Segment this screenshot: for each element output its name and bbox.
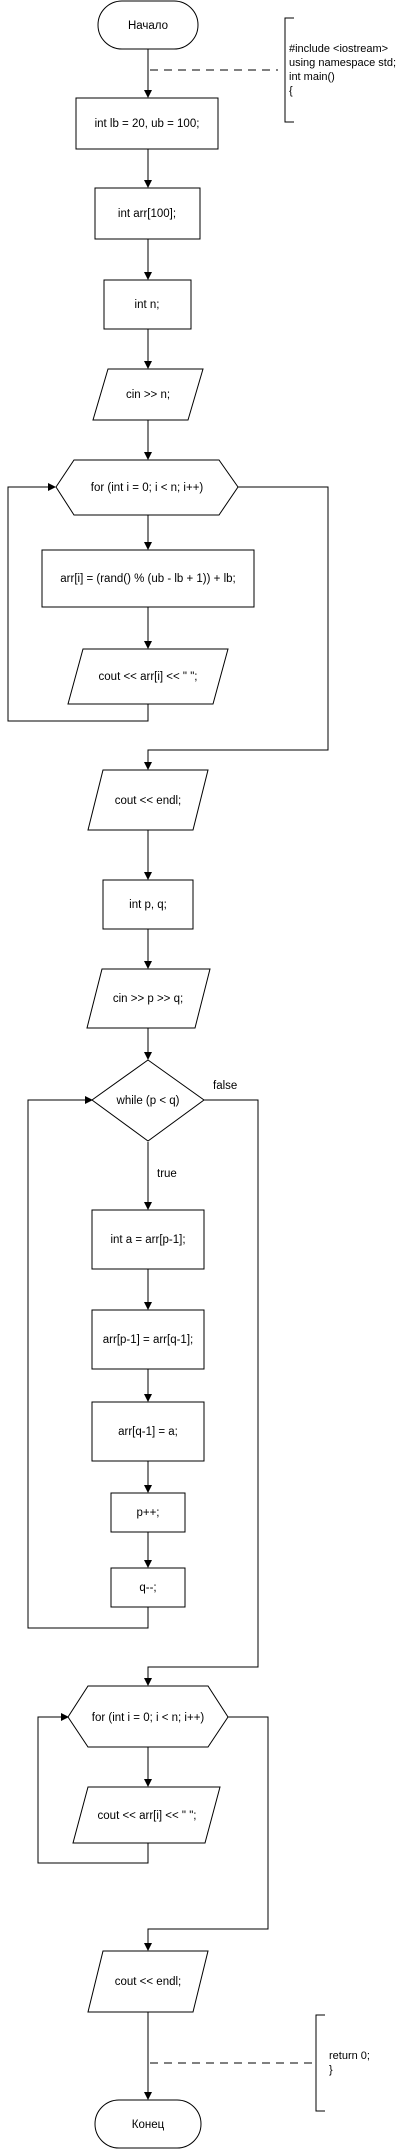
io-print-item-1: cout << arr[i] << " "; — [67, 648, 229, 705]
io-print-endl-2: cout << endl; — [87, 1950, 209, 2013]
svg-text:arr[q-1] = a;: arr[q-1] = a; — [118, 1426, 178, 1438]
process-swap-b: arr[p-1] = arr[q-1]; — [91, 1309, 205, 1370]
process-declare-arr: int arr[100]; — [94, 187, 201, 240]
svg-text:int p, q;: int p, q; — [129, 899, 167, 911]
edge-while-loopback — [27, 1096, 149, 1629]
footer-comment-line: } — [329, 2064, 333, 2076]
end-label: Конец — [132, 2119, 165, 2131]
edge-for1-loopback — [7, 483, 149, 722]
header-comment-line: { — [289, 85, 293, 97]
svg-text:q--;: q--; — [139, 1582, 156, 1594]
loop-for-print: for (int i = 0; i < n; i++) — [67, 1685, 229, 1748]
edge-for2-exit — [144, 1716, 269, 1951]
svg-text:for (int i = 0; i < n; i++): for (int i = 0; i < n; i++) — [92, 1712, 205, 1724]
header-comment-line: using namespace std; — [289, 57, 396, 69]
header-comment-line: #include <iostream> — [289, 43, 388, 55]
loop-for-fill: for (int i = 0; i < n; i++) — [55, 459, 239, 516]
svg-text:for (int i = 0; i < n; i++): for (int i = 0; i < n; i++) — [91, 482, 204, 494]
svg-text:arr[i] = (rand() % (ub - lb +: arr[i] = (rand() % (ub - lb + 1)) + lb; — [60, 573, 235, 585]
process-dec-q: q--; — [110, 1567, 186, 1608]
svg-text:int lb = 20, ub = 100;: int lb = 20, ub = 100; — [95, 118, 200, 130]
decision-while: while (p < q) — [91, 1059, 205, 1142]
svg-text:cout << endl;: cout << endl; — [115, 1976, 182, 1988]
end-node: Конец — [94, 2099, 202, 2149]
io-print-item-2: cout << arr[i] << " "; — [72, 1786, 221, 1844]
edge-for2-loopback — [37, 1713, 149, 1864]
start-node: Начало — [97, 0, 199, 50]
io-input-n: cin >> n; — [92, 368, 204, 421]
connectors — [7, 49, 329, 2100]
svg-text:int n;: int n; — [135, 299, 160, 311]
svg-text:cout << endl;: cout << endl; — [115, 795, 182, 807]
svg-text:int a = arr[p-1];: int a = arr[p-1]; — [110, 1234, 185, 1246]
footer-comment-line: return 0; — [329, 2050, 370, 2062]
label-false: false — [213, 1080, 237, 1092]
process-inc-p: p++; — [110, 1492, 186, 1533]
edge-for1-exit — [144, 486, 329, 770]
svg-text:p++;: p++; — [136, 1507, 159, 1519]
label-true: true — [157, 1168, 177, 1180]
process-declare-pq: int p, q; — [102, 879, 194, 930]
svg-text:int arr[100];: int arr[100]; — [118, 208, 176, 220]
svg-text:while (p < q): while (p < q) — [116, 1095, 180, 1107]
edge-while-false — [144, 1099, 259, 1686]
process-init-bounds: int lb = 20, ub = 100; — [75, 97, 219, 150]
process-swap-c: arr[q-1] = a; — [91, 1401, 205, 1462]
header-comment: #include <iostream> using namespace std;… — [284, 17, 396, 123]
svg-text:arr[p-1] = arr[q-1];: arr[p-1] = arr[q-1]; — [103, 1334, 193, 1346]
process-assign-random: arr[i] = (rand() % (ub - lb + 1)) + lb; — [41, 549, 255, 608]
svg-text:cin >> p >> q;: cin >> p >> q; — [113, 993, 183, 1005]
footer-comment: return 0; } — [315, 2014, 370, 2112]
start-label: Начало — [128, 20, 168, 32]
svg-text:cout << arr[i] << " ";: cout << arr[i] << " "; — [99, 671, 198, 683]
process-declare-n: int n; — [103, 279, 192, 330]
io-print-endl-1: cout << endl; — [87, 769, 209, 831]
io-input-pq: cin >> p >> q; — [86, 968, 211, 1029]
svg-text:cout << arr[i] << " ";: cout << arr[i] << " "; — [98, 1810, 197, 1822]
process-swap-a: int a = arr[p-1]; — [91, 1209, 205, 1270]
header-comment-line: int main() — [289, 71, 335, 83]
svg-text:cin >> n;: cin >> n; — [126, 389, 170, 401]
